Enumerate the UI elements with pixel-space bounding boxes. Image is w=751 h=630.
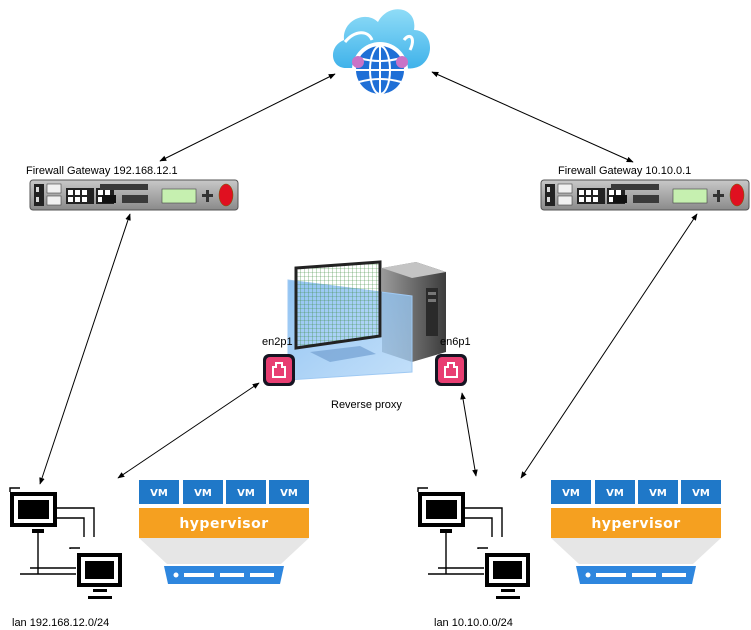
vm-box: VM [681, 480, 721, 504]
hypervisor-right: VM VM VM VM hypervisor [551, 480, 721, 584]
workstation-icon [287, 260, 446, 381]
vm-box: VM [139, 480, 179, 504]
vm-box: VM [595, 480, 635, 504]
hypervisor-label: hypervisor [591, 516, 680, 532]
hypervisor-shadow [139, 538, 309, 564]
vm-box: VM [226, 480, 266, 504]
vm-box: VM [551, 480, 591, 504]
hypervisor-label: hypervisor [179, 516, 268, 532]
vm-box: VM [269, 480, 309, 504]
lan-left: lan 192.168.12.0/24 [9, 487, 122, 629]
firewall-left-label: Firewall Gateway 192.168.12.1 [26, 165, 178, 177]
hypervisor-shadow [551, 538, 721, 564]
vm-label: VM [606, 488, 624, 499]
vm-box: VM [638, 480, 678, 504]
hypervisor-bar [551, 508, 721, 538]
vm-label: VM [280, 488, 298, 499]
port-right-label: en6p1 [440, 336, 471, 348]
port-left-label: en2p1 [262, 336, 293, 348]
link-port-left-lan-left [117, 382, 260, 479]
link-cloud-firewall-right [431, 71, 634, 163]
reverse-proxy: Reverse proxy [287, 260, 446, 411]
firewall-gateway-left: Firewall Gateway 192.168.12.1 [26, 165, 239, 211]
ethernet-port-icon [263, 354, 295, 386]
lan-right: lan 10.10.0.0/24 [417, 487, 530, 629]
firewall-appliance-icon [540, 179, 750, 211]
lan-right-label: lan 10.10.0.0/24 [434, 617, 513, 629]
hypervisor-left: VM VM VM VM hypervisor [139, 480, 309, 584]
vm-label: VM [237, 488, 255, 499]
link-firewall-right-lan-right [520, 213, 698, 479]
vm-label: VM [150, 488, 168, 499]
port-left: en2p1 [262, 336, 295, 386]
vm-label: VM [692, 488, 710, 499]
firewall-gateway-right: Firewall Gateway 10.10.0.1 [540, 165, 750, 211]
cloud-globe-icon [332, 9, 431, 98]
link-port-right-lan-right [460, 392, 478, 477]
port-right: en6p1 [435, 336, 471, 386]
vm-label: VM [562, 488, 580, 499]
vm-box: VM [183, 480, 223, 504]
vm-label: VM [649, 488, 667, 499]
vm-label: VM [194, 488, 212, 499]
lan-left-label: lan 192.168.12.0/24 [12, 617, 109, 629]
server-icon [576, 566, 696, 584]
firewall-right-label: Firewall Gateway 10.10.0.1 [558, 165, 691, 177]
computers-icon [9, 487, 122, 599]
server-icon [164, 566, 284, 584]
firewall-appliance-icon [29, 179, 239, 211]
link-firewall-left-lan-left [39, 213, 131, 485]
connectors [39, 71, 698, 485]
ethernet-port-icon [435, 354, 467, 386]
link-cloud-firewall-left [159, 73, 336, 162]
hypervisor-bar [139, 508, 309, 538]
reverse-proxy-label: Reverse proxy [331, 399, 402, 411]
computers-icon [417, 487, 530, 599]
